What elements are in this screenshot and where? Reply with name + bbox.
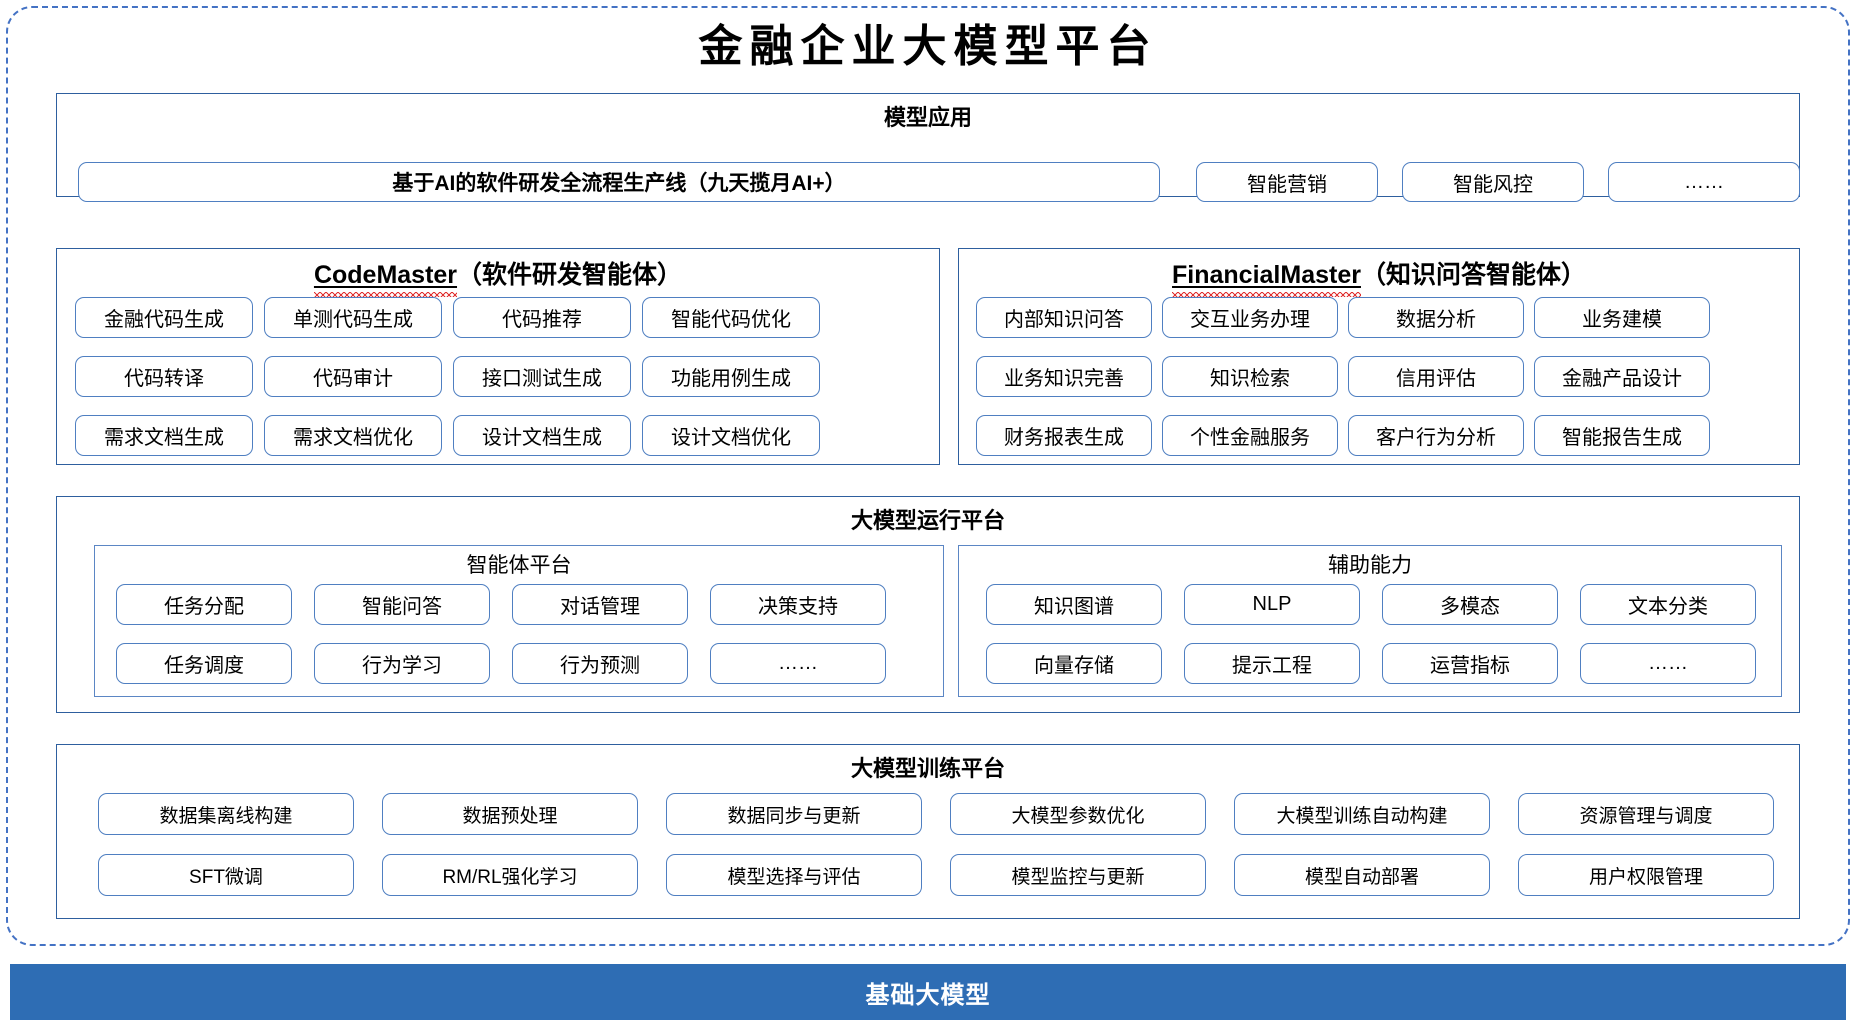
chip-support-4[interactable]: 文本分类 bbox=[1580, 584, 1756, 625]
subsection-support-ability-title: 辅助能力 bbox=[1328, 554, 1412, 577]
chip-agent-8[interactable]: …… bbox=[710, 643, 886, 684]
section-training-platform-title: 大模型训练平台 bbox=[850, 756, 1005, 781]
chip-code-6[interactable]: 代码审计 bbox=[264, 356, 442, 397]
chip-fin-11[interactable]: 客户行为分析 bbox=[1348, 415, 1524, 456]
chip-fin-2[interactable]: 交互业务办理 bbox=[1162, 297, 1338, 338]
chip-code-3[interactable]: 代码推荐 bbox=[453, 297, 631, 338]
chip-agent-3[interactable]: 对话管理 bbox=[512, 584, 688, 625]
chip-application-more[interactable]: …… bbox=[1608, 162, 1800, 202]
chip-ai-rd-pipeline[interactable]: 基于AI的软件研发全流程生产线（九天揽月AI+） bbox=[78, 162, 1160, 202]
chip-code-4[interactable]: 智能代码优化 bbox=[642, 297, 820, 338]
chip-code-7[interactable]: 接口测试生成 bbox=[453, 356, 631, 397]
chip-fin-9[interactable]: 财务报表生成 bbox=[976, 415, 1152, 456]
chip-train-7[interactable]: SFT微调 bbox=[98, 854, 354, 896]
chip-code-10[interactable]: 需求文档优化 bbox=[264, 415, 442, 456]
chip-fin-5[interactable]: 业务知识完善 bbox=[976, 356, 1152, 397]
chip-agent-1[interactable]: 任务分配 bbox=[116, 584, 292, 625]
code-master-suffix: （软件研发智能体） bbox=[457, 261, 683, 289]
chip-code-8[interactable]: 功能用例生成 bbox=[642, 356, 820, 397]
outer-dashed-frame bbox=[6, 6, 1850, 946]
code-master-name: CodeMaster bbox=[313, 261, 458, 297]
chip-support-7[interactable]: 运营指标 bbox=[1382, 643, 1558, 684]
chip-train-10[interactable]: 模型监控与更新 bbox=[950, 854, 1206, 896]
chip-agent-7[interactable]: 行为预测 bbox=[512, 643, 688, 684]
chip-code-12[interactable]: 设计文档优化 bbox=[642, 415, 820, 456]
chip-code-11[interactable]: 设计文档生成 bbox=[453, 415, 631, 456]
chip-support-6[interactable]: 提示工程 bbox=[1184, 643, 1360, 684]
base-model-label: 基础大模型 bbox=[865, 981, 991, 1009]
chip-train-6[interactable]: 资源管理与调度 bbox=[1518, 793, 1774, 835]
section-runtime-platform-title: 大模型运行平台 bbox=[850, 508, 1005, 533]
chip-train-1[interactable]: 数据集离线构建 bbox=[98, 793, 354, 835]
chip-support-1[interactable]: 知识图谱 bbox=[986, 584, 1162, 625]
chip-fin-8[interactable]: 金融产品设计 bbox=[1534, 356, 1710, 397]
chip-train-8[interactable]: RM/RL强化学习 bbox=[382, 854, 638, 896]
financial-master-name: FinancialMaster bbox=[1172, 261, 1361, 297]
chip-fin-6[interactable]: 知识检索 bbox=[1162, 356, 1338, 397]
chip-support-5[interactable]: 向量存储 bbox=[986, 643, 1162, 684]
chip-code-2[interactable]: 单测代码生成 bbox=[264, 297, 442, 338]
chip-fin-7[interactable]: 信用评估 bbox=[1348, 356, 1524, 397]
chip-fin-1[interactable]: 内部知识问答 bbox=[976, 297, 1152, 338]
chip-smart-risk-control[interactable]: 智能风控 bbox=[1402, 162, 1584, 202]
section-financial-master-title: FinancialMaster（知识问答智能体） bbox=[959, 261, 1799, 297]
chip-train-4[interactable]: 大模型参数优化 bbox=[950, 793, 1206, 835]
chip-agent-5[interactable]: 任务调度 bbox=[116, 643, 292, 684]
section-application-title: 模型应用 bbox=[883, 105, 972, 130]
chip-code-1[interactable]: 金融代码生成 bbox=[75, 297, 253, 338]
subsection-agent-platform-title: 智能体平台 bbox=[466, 554, 572, 577]
chip-train-11[interactable]: 模型自动部署 bbox=[1234, 854, 1490, 896]
chip-code-5[interactable]: 代码转译 bbox=[75, 356, 253, 397]
chip-support-8[interactable]: …… bbox=[1580, 643, 1756, 684]
chip-fin-4[interactable]: 业务建模 bbox=[1534, 297, 1710, 338]
chip-train-9[interactable]: 模型选择与评估 bbox=[666, 854, 922, 896]
financial-master-suffix: （知识问答智能体） bbox=[1360, 261, 1586, 289]
chip-train-3[interactable]: 数据同步与更新 bbox=[666, 793, 922, 835]
chip-fin-3[interactable]: 数据分析 bbox=[1348, 297, 1524, 338]
chip-support-2[interactable]: NLP bbox=[1184, 584, 1360, 625]
chip-agent-2[interactable]: 智能问答 bbox=[314, 584, 490, 625]
section-code-master-title: CodeMaster（软件研发智能体） bbox=[57, 261, 939, 297]
chip-fin-10[interactable]: 个性金融服务 bbox=[1162, 415, 1338, 456]
page-title: 金融企业大模型平台 bbox=[698, 22, 1158, 71]
chip-agent-6[interactable]: 行为学习 bbox=[314, 643, 490, 684]
chip-train-5[interactable]: 大模型训练自动构建 bbox=[1234, 793, 1490, 835]
chip-train-2[interactable]: 数据预处理 bbox=[382, 793, 638, 835]
chip-train-12[interactable]: 用户权限管理 bbox=[1518, 854, 1774, 896]
chip-code-9[interactable]: 需求文档生成 bbox=[75, 415, 253, 456]
chip-support-3[interactable]: 多模态 bbox=[1382, 584, 1558, 625]
chip-smart-marketing[interactable]: 智能营销 bbox=[1196, 162, 1378, 202]
chip-agent-4[interactable]: 决策支持 bbox=[710, 584, 886, 625]
chip-fin-12[interactable]: 智能报告生成 bbox=[1534, 415, 1710, 456]
base-model-bar: 基础大模型 bbox=[10, 964, 1846, 1020]
